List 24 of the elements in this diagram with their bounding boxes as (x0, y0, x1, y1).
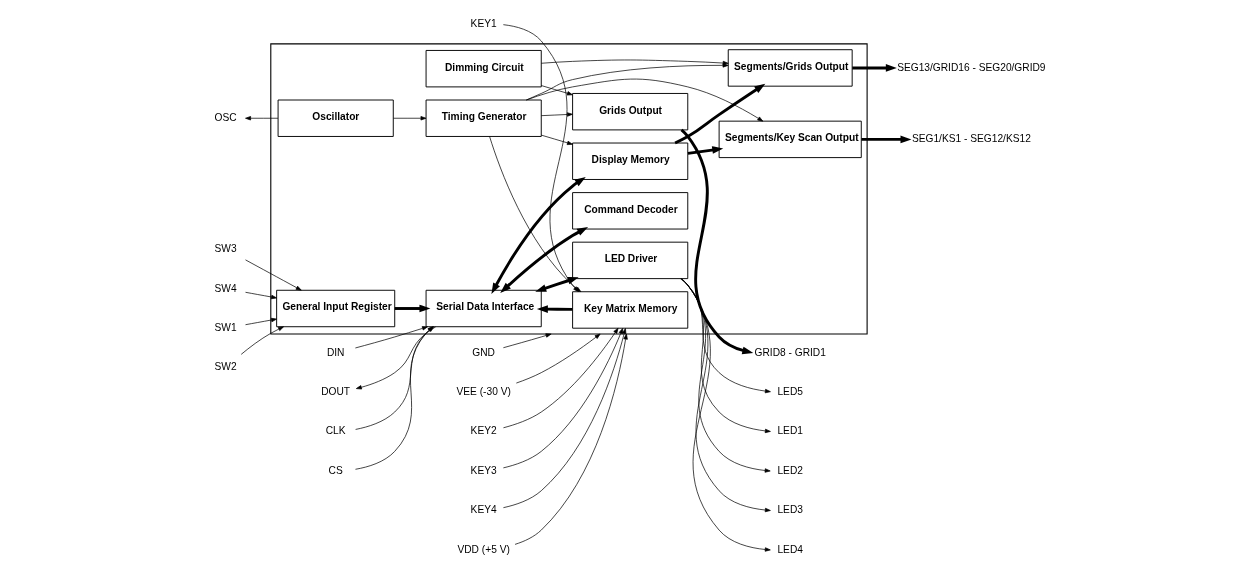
node-text: GRID8 - GRID1 (754, 346, 826, 358)
node-text: SEG13/GRID16 - SEG20/GRID9 (896, 61, 1046, 73)
node-text: KEY4 (470, 504, 497, 516)
node-text: CS (328, 464, 343, 476)
node-text: SW2 (214, 361, 237, 373)
node-text: CLK (325, 425, 346, 437)
node-text: DOUT (320, 386, 350, 398)
node-text: VDD (+5 V) (456, 543, 510, 555)
node-text: SW1 (214, 321, 237, 333)
node-text: GND (471, 346, 495, 358)
node-text: LED5 (776, 386, 803, 398)
node-text: LED1 (776, 425, 803, 437)
node-text: SW3 (214, 243, 237, 255)
node-text: SW4 (214, 282, 237, 294)
node-text: LED2 (776, 464, 803, 476)
node-text: KEY2 (470, 425, 497, 437)
node-text: OSC (214, 111, 237, 123)
node-text: VEE (-30 V) (455, 386, 511, 398)
node-text: KEY1 (470, 17, 497, 29)
node-text: SEG1/KS1 - SEG12/KS12 (911, 133, 1031, 145)
node-text: LED4 (776, 543, 803, 555)
node-text: KEY3 (470, 464, 497, 476)
node-text: DIN (326, 346, 344, 358)
node-text: LED3 (776, 504, 803, 516)
